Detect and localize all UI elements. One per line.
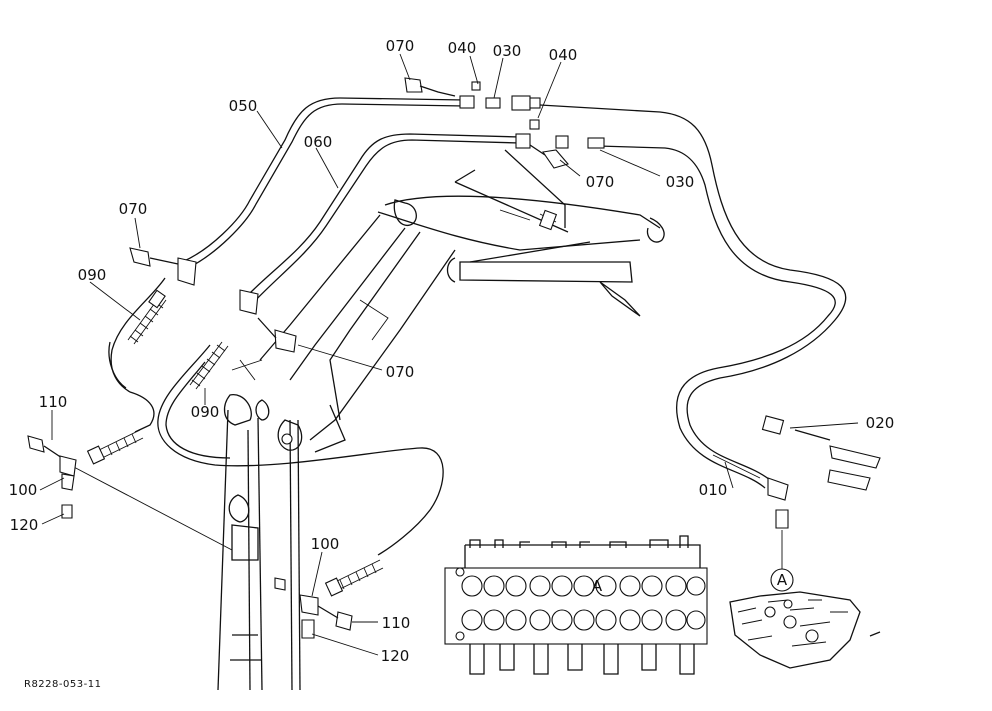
callout-050: 050	[229, 97, 258, 115]
drawing-code: R8228-053-11	[24, 679, 101, 690]
callout-060: 060	[304, 133, 333, 151]
callout-010: 010	[699, 481, 728, 499]
pipe-050	[181, 97, 466, 263]
tee-fitting-mid	[515, 133, 531, 149]
nipple-030-top	[485, 97, 501, 109]
bolt-110-low	[335, 611, 353, 631]
spring-guard-low	[324, 559, 384, 597]
bolt-070-left	[129, 247, 151, 267]
bolt-070-boom	[274, 329, 297, 353]
plug-040-mid	[529, 119, 540, 130]
plug-040-top	[471, 81, 481, 91]
callout-090-left: 090	[78, 266, 107, 284]
detail-a: A	[729, 568, 881, 669]
nut-030-mid	[587, 137, 605, 149]
pipe-060	[244, 133, 521, 299]
callout-030-top: 030	[493, 42, 522, 60]
bolt-070-mid	[542, 149, 569, 169]
callout-120-left: 120	[10, 516, 39, 534]
clamp-060	[239, 289, 259, 315]
nut-top	[511, 95, 531, 111]
callout-120-low: 120	[381, 647, 410, 665]
elbow-100-left	[59, 455, 77, 477]
fittings	[27, 77, 881, 639]
callout-labels: 070 040 030 040 050 060 070 030 070 090 …	[9, 37, 895, 665]
tee-fitting-top	[459, 95, 475, 109]
callout-110-low: 110	[382, 614, 411, 632]
control-valve: A	[444, 535, 708, 675]
callout-110-left: 110	[39, 393, 68, 411]
spring-guard-left-bottom	[86, 429, 144, 465]
nipple-120-low	[301, 619, 315, 639]
detail-a-circle	[770, 568, 794, 592]
boom-pin	[538, 209, 558, 231]
callout-070-top: 070	[386, 37, 415, 55]
nipple-mid	[555, 135, 569, 149]
hose-routing	[69, 97, 847, 556]
callout-070-boom: 070	[386, 363, 415, 381]
spring-guard-090-left	[127, 289, 167, 345]
nipple-120-left	[61, 504, 73, 519]
leader-lines	[39, 53, 859, 656]
callout-090-low: 090	[191, 403, 220, 421]
bolt-110-left	[27, 435, 45, 453]
arm-pin	[281, 433, 293, 445]
detail-a-marker: A	[777, 571, 788, 589]
callout-030-mid: 030	[666, 173, 695, 191]
valve-spools-lower	[461, 609, 706, 631]
fitting-010	[767, 477, 789, 501]
fitting-020	[761, 415, 785, 435]
callout-070-left: 070	[119, 200, 148, 218]
callout-100-left: 100	[9, 481, 38, 499]
bracket-020	[829, 445, 881, 469]
clamp-050	[177, 257, 197, 286]
callout-040-top: 040	[448, 39, 477, 57]
callout-040-right: 040	[549, 46, 578, 64]
spring-guard-090-low	[189, 341, 229, 390]
elbow-100-low	[299, 594, 319, 616]
bolt-070-top	[404, 77, 423, 93]
callout-020: 020	[866, 414, 895, 432]
boom-structure	[217, 149, 665, 691]
valve-port-marker: A	[592, 577, 603, 595]
adapter-010	[775, 509, 789, 529]
valve-spools-upper	[461, 575, 706, 597]
hose-right	[539, 104, 847, 481]
callout-070-mid: 070	[586, 173, 615, 191]
callout-100-low: 100	[311, 535, 340, 553]
